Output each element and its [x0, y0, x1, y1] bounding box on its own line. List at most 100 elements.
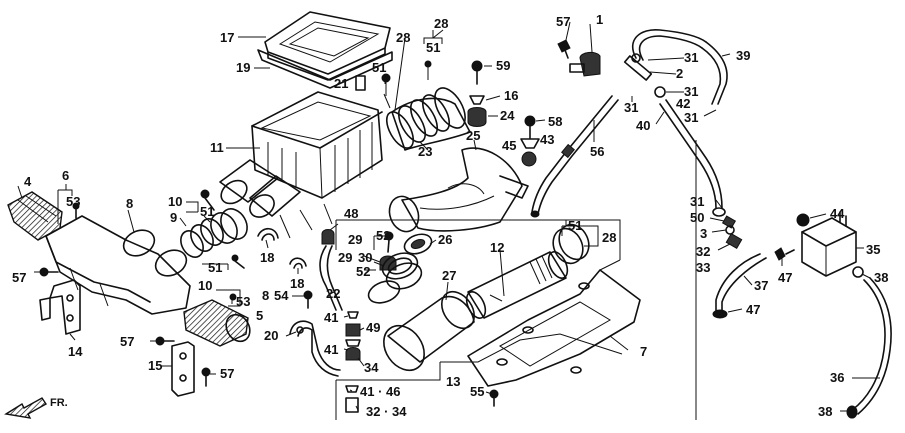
- callout-8b: 8: [262, 288, 269, 303]
- callout-51c: 51: [200, 204, 214, 219]
- callout-29b: 29: [338, 250, 352, 265]
- bellows-tube: [385, 87, 471, 151]
- valve-assembly: [557, 39, 601, 77]
- callout-14: 14: [68, 344, 83, 359]
- callout-31c: 31: [684, 110, 698, 125]
- callout-36: 36: [830, 370, 844, 385]
- callout-17: 17: [220, 30, 234, 45]
- callout-23: 23: [418, 144, 432, 159]
- callout-2: 2: [676, 66, 683, 81]
- callout-13: 13: [446, 374, 460, 389]
- vent-hose-upper: [623, 29, 728, 105]
- callout-10b: 10: [198, 278, 212, 293]
- air-cleaner-case: [219, 91, 383, 239]
- front-arrow-label: FR.: [50, 397, 68, 409]
- callout-47b: 47: [746, 302, 760, 317]
- callout-19: 19: [236, 60, 250, 75]
- callout-47: 47: [778, 270, 792, 285]
- callout-labels: 1 2 3 4 5 6 7 8 8 9 10 10 11 12 13 14 15…: [12, 12, 888, 419]
- callout-34: 34: [364, 360, 379, 375]
- callout-43: 43: [540, 132, 554, 147]
- callout-28c: 28: [602, 230, 616, 245]
- callout-10: 10: [168, 194, 182, 209]
- callout-52b: 52: [356, 264, 370, 279]
- small-hose: [319, 229, 343, 311]
- bolts: [39, 189, 499, 407]
- clip-stack-lower: [345, 385, 359, 413]
- callout-35: 35: [866, 242, 880, 257]
- callout-29: 29: [348, 232, 362, 247]
- callout-16: 16: [504, 88, 518, 103]
- callout-12: 12: [490, 240, 504, 255]
- callout-57d: 57: [220, 366, 234, 381]
- drain-hose-right: [846, 277, 892, 419]
- callout-1: 1: [596, 12, 603, 27]
- callout-38: 38: [874, 270, 888, 285]
- seal-rings: [367, 231, 433, 304]
- callout-55: 55: [470, 384, 484, 399]
- cover-gasket: [257, 49, 393, 89]
- callout-57b: 57: [12, 270, 26, 285]
- callout-52a: 52: [376, 228, 390, 243]
- middle-bellows: [180, 208, 248, 258]
- callout-26: 26: [438, 232, 452, 247]
- callout-30: 30: [358, 250, 372, 265]
- small-parts-right: [520, 115, 540, 167]
- callout-32: 32: [696, 244, 710, 259]
- callout-41b: 41: [324, 342, 338, 357]
- callout-57c: 57: [120, 334, 134, 349]
- callout-54: 54: [274, 288, 289, 303]
- callout-27: 27: [442, 268, 456, 283]
- vent-hose-lower: [712, 247, 795, 319]
- callout-51d: 51: [208, 260, 222, 275]
- callout-59: 59: [496, 58, 510, 73]
- clip-stack: [345, 311, 361, 361]
- hose-fittings: [721, 215, 743, 250]
- lower-bracket: [39, 279, 81, 335]
- hose-clip-lower: [289, 257, 307, 269]
- callout-57a: 57: [556, 14, 570, 29]
- callout-28: 28: [434, 16, 448, 31]
- callout-44: 44: [830, 206, 845, 221]
- small-parts-top: [467, 60, 487, 127]
- hose-clip-upper: [257, 227, 279, 241]
- callout-48: 48: [344, 206, 358, 221]
- callout-22: 22: [326, 286, 340, 301]
- front-direction-arrow: FR.: [4, 397, 68, 419]
- hose-bend: [289, 320, 341, 377]
- callout-32-34: 32 · 34: [366, 404, 407, 419]
- callout-8: 8: [126, 196, 133, 211]
- callout-18: 18: [260, 250, 274, 265]
- callout-21: 21: [334, 76, 348, 91]
- callout-31a: 31: [684, 50, 698, 65]
- callout-41: 41: [324, 310, 338, 325]
- callout-53b: 53: [236, 294, 250, 309]
- callout-18b: 18: [290, 276, 304, 291]
- callout-9: 9: [170, 210, 177, 225]
- callout-20: 20: [264, 328, 278, 343]
- callout-53a: 53: [66, 194, 80, 209]
- callout-56: 56: [590, 144, 604, 159]
- callout-45: 45: [502, 138, 516, 153]
- drain-tube: [530, 95, 619, 218]
- callout-40: 40: [636, 118, 650, 133]
- callout-31b: 31: [684, 84, 698, 99]
- lower-intake-bellows: [183, 299, 251, 347]
- callout-5: 5: [256, 308, 263, 323]
- callout-38b: 38: [818, 404, 832, 419]
- intake-elbow-duct: [388, 147, 529, 233]
- left-intake-bellows: [7, 191, 63, 241]
- heat-shield-plate: [467, 269, 641, 387]
- callout-50: 50: [690, 210, 704, 225]
- callout-4: 4: [24, 174, 32, 189]
- callout-31e: 31: [690, 194, 704, 209]
- case-fasteners: [355, 60, 432, 96]
- callout-31d: 31: [624, 100, 638, 115]
- leader-lines: [17, 21, 880, 420]
- callout-42: 42: [676, 96, 690, 111]
- callout-49: 49: [366, 320, 380, 335]
- callout-11: 11: [210, 140, 224, 155]
- callout-28b: 28: [396, 30, 410, 45]
